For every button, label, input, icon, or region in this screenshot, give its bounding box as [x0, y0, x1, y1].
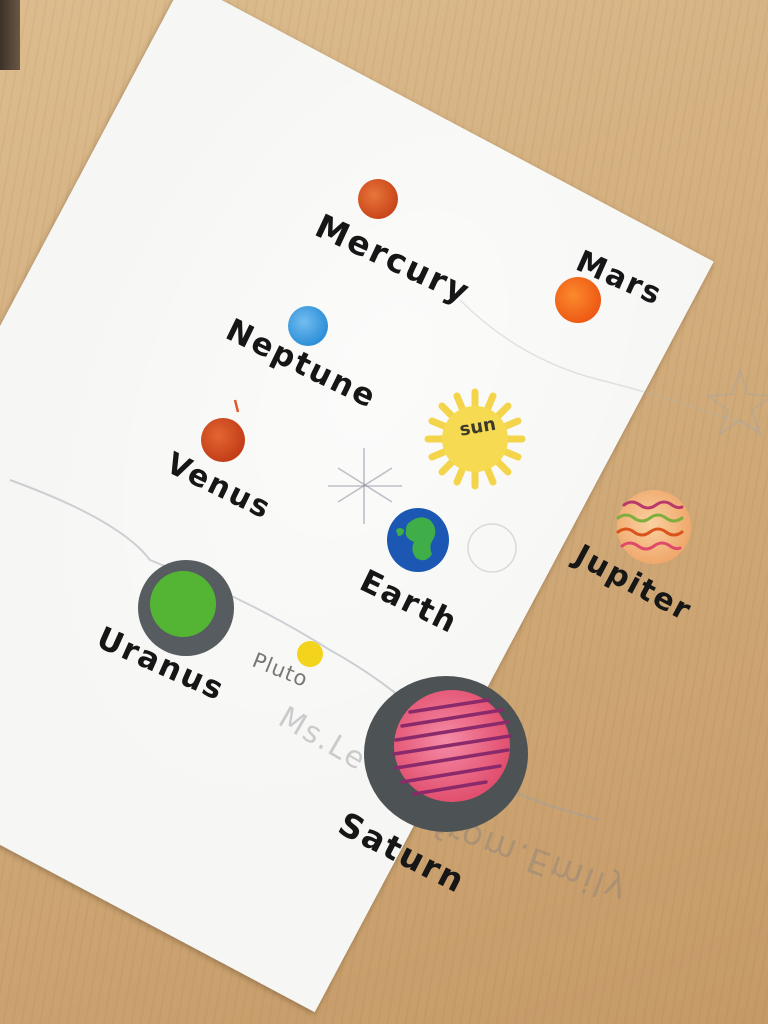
faint-moon-drawing [467, 523, 517, 573]
pencil-star-drawing [328, 448, 402, 524]
pluto-planet [297, 641, 323, 667]
uranus-planet [138, 560, 234, 656]
earth-planet [387, 508, 449, 572]
sun-drawing [424, 388, 526, 490]
venus-mark [233, 399, 240, 413]
faint-pencil-line-2 [459, 299, 761, 431]
jupiter-planet [616, 490, 691, 564]
neptune-planet [288, 306, 328, 346]
mars-planet [555, 277, 601, 323]
table-edge [0, 0, 20, 70]
venus-planet [201, 418, 245, 462]
saturn-planet [364, 676, 528, 832]
mercury-planet [358, 179, 398, 219]
faint-star-drawing [705, 367, 768, 436]
